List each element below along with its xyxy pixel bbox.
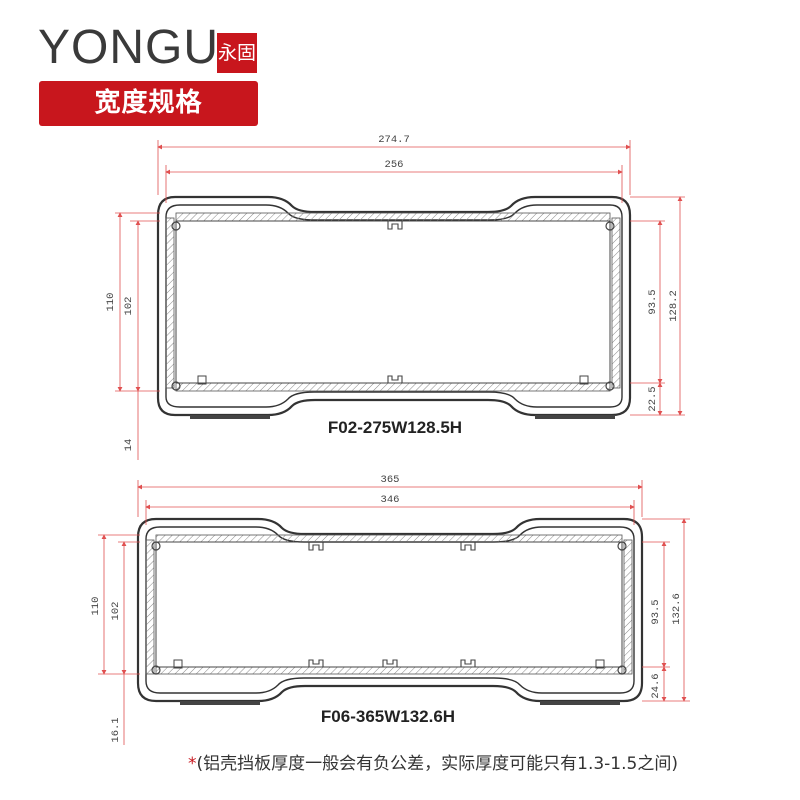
profile-1-foot <box>535 415 615 419</box>
profile-1-height-left-inner: 102 <box>123 297 135 316</box>
profile-2-slot <box>308 542 324 551</box>
profile-2-bottom-panel <box>155 666 623 675</box>
profile-2-top-panel <box>155 534 623 543</box>
profile-2-model: F06-365W132.6H <box>321 707 455 726</box>
profile-1-right-wall <box>611 217 621 389</box>
profile-1-top-panel <box>175 212 611 222</box>
profile-1-height-right-inner: 93.5 <box>647 289 659 314</box>
profile-1-bottom-panel <box>175 382 611 392</box>
profile-2-rail <box>173 659 183 669</box>
profile-2-screw-boss <box>617 665 627 675</box>
profile-1-left-wall <box>165 217 175 389</box>
profile-1-foot-right: 22.5 <box>647 386 659 411</box>
profile-drawing-1: 274.7 256 110 102 93.5 128.2 22.5 14 F02… <box>105 134 685 460</box>
profile-2-height-right-inner: 93.5 <box>650 599 662 624</box>
profile-1-inner-shell <box>165 204 623 408</box>
brand-logo-text: YONGU <box>38 21 220 74</box>
footnote-text: (铝壳挡板厚度一般会有负公差，实际厚度可能只有1.3-1.5之间) <box>196 754 678 774</box>
profile-1-cavity <box>175 220 611 384</box>
profile-1-height-right-outer: 128.2 <box>668 290 680 322</box>
profile-2-height-right-outer: 132.6 <box>671 593 683 625</box>
profile-1-height-left-outer: 110 <box>105 293 117 312</box>
profile-2-outer-width: 365 <box>381 474 400 486</box>
footnote: *(铝壳挡板厚度一般会有负公差，实际厚度可能只有1.3-1.5之间) <box>188 749 788 777</box>
profile-drawing-2: 365 346 110 102 93.5 132.6 24.6 16.1 F06… <box>90 474 690 745</box>
profile-2-slot <box>460 542 476 551</box>
profile-2-slot <box>308 659 324 667</box>
profile-2-cavity <box>155 541 623 668</box>
profile-2-foot-left: 16.1 <box>110 717 122 742</box>
profile-2-slot <box>382 659 398 667</box>
footnote-star: * <box>188 754 197 774</box>
profile-1-screw-boss <box>171 221 181 231</box>
profile-1-slot <box>387 221 403 230</box>
profile-2-foot <box>180 701 260 705</box>
profile-2-rail <box>595 659 605 669</box>
profile-2-height-left-outer: 110 <box>90 597 102 616</box>
profile-1-rail <box>197 375 207 385</box>
profile-2-screw-boss <box>617 541 627 551</box>
profile-2-slot <box>460 659 476 667</box>
profile-1-screw-boss <box>171 381 181 391</box>
profile-1-rail <box>579 375 589 385</box>
profile-1-screw-boss <box>605 381 615 391</box>
profile-1-screw-boss <box>605 221 615 231</box>
profile-1-model: F02-275W128.5H <box>328 418 462 437</box>
profile-2-screw-boss <box>151 541 161 551</box>
profile-2-screw-boss <box>151 665 161 675</box>
profile-1-slot <box>387 375 403 383</box>
profile-2-right-wall <box>623 539 633 675</box>
profile-1-foot-left: 14 <box>123 439 135 452</box>
profile-2-foot-right: 24.6 <box>650 673 662 698</box>
profile-2-inner-width: 346 <box>381 494 400 506</box>
profile-1-inner-width: 256 <box>385 159 404 171</box>
section-title: 宽度规格 <box>39 81 258 126</box>
profile-2-height-left-inner: 102 <box>110 602 122 621</box>
profile-2-foot <box>540 701 620 705</box>
profile-1-outer-shell <box>156 195 632 417</box>
profile-1-foot <box>190 415 270 419</box>
profile-1-outer-width: 274.7 <box>378 134 410 146</box>
profile-2-left-wall <box>145 539 155 675</box>
brand-seal-icon: 永固 <box>217 33 257 73</box>
